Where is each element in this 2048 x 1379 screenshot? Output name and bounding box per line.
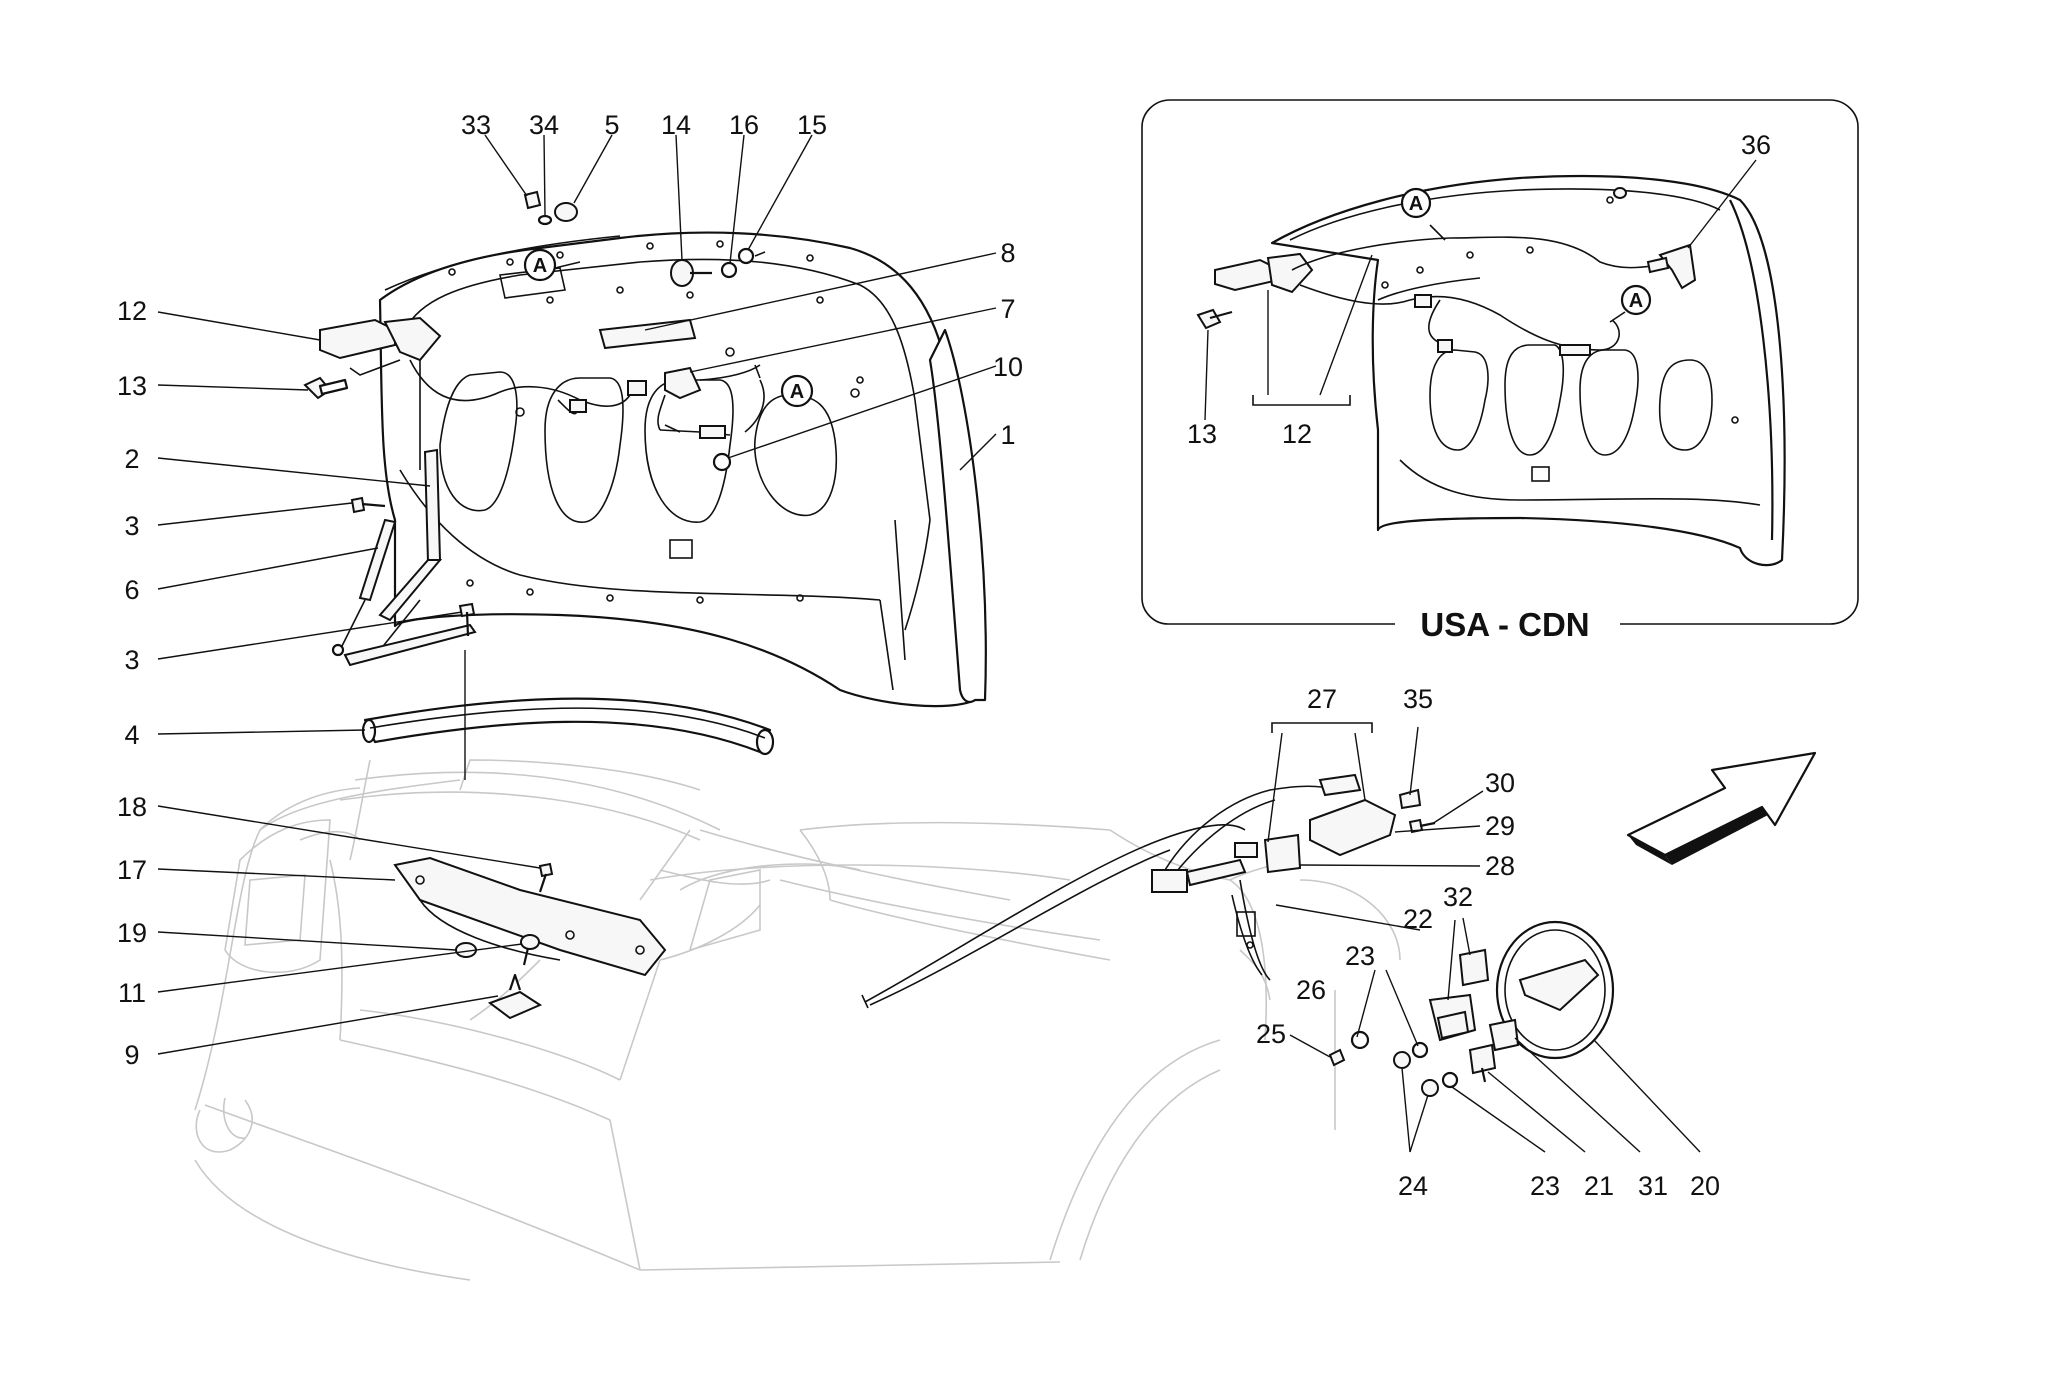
callout-16: 16 (729, 110, 759, 140)
callout-24: 24 (1398, 1171, 1428, 1201)
release-cable-27 (861, 773, 1362, 1009)
callout-3-upper: 3 (124, 511, 139, 541)
trunk-lid (378, 231, 987, 708)
callout-9: 9 (124, 1040, 139, 1070)
direction-arrow (1626, 751, 1817, 865)
callout-30: 30 (1485, 768, 1515, 798)
callout-5: 5 (604, 110, 619, 140)
callout-21: 21 (1584, 1171, 1614, 1201)
nut-15 (737, 247, 766, 265)
callout-34: 34 (529, 110, 559, 140)
nut-24 (1393, 1051, 1439, 1097)
inset-callout-36: 36 (1741, 130, 1771, 160)
screw-25 (1328, 1048, 1346, 1067)
screw-33 (523, 190, 542, 210)
lock-actuator-7 (657, 364, 761, 431)
callout-25: 25 (1256, 1019, 1286, 1049)
washer-26 (1350, 1030, 1370, 1050)
lock-cable (409, 359, 647, 415)
callout-12: 12 (117, 296, 147, 326)
callout-11: 11 (118, 978, 146, 1008)
fuel-filler-housing (1231, 879, 1421, 981)
callout-17: 17 (117, 855, 147, 885)
callout-8: 8 (1000, 238, 1015, 268)
callout-2: 2 (124, 444, 139, 474)
callout-labels: 33 34 5 14 16 15 8 7 10 1 12 13 2 3 6 3 … (117, 110, 1771, 1201)
callout-28: 28 (1485, 851, 1515, 881)
callout-29: 29 (1485, 811, 1515, 841)
actuator-housing-28 (1263, 798, 1397, 874)
release-cable-10 (659, 379, 765, 472)
clip-31 (1488, 1018, 1520, 1052)
plug-5 (554, 202, 578, 222)
bracket-22 (1428, 993, 1477, 1042)
callout-4: 4 (124, 720, 139, 750)
svg-text:A: A (1629, 290, 1643, 312)
striker-9 (487, 973, 543, 1020)
callout-13: 13 (117, 371, 147, 401)
hinge-12 (319, 316, 442, 376)
gas-strut-6 (331, 518, 397, 657)
bolt-3-upper (350, 496, 386, 514)
callout-31: 31 (1638, 1171, 1668, 1201)
callout-23-upper: 23 (1345, 941, 1375, 971)
callout-33: 33 (461, 110, 491, 140)
inset-callout-12: 12 (1282, 419, 1312, 449)
callout-20: 20 (1690, 1171, 1720, 1201)
washer-16 (720, 261, 738, 279)
callout-19: 19 (117, 918, 147, 948)
clip-35 (1398, 788, 1422, 810)
seal-4 (361, 650, 775, 780)
washer-34 (537, 214, 553, 226)
bolt-13 (303, 376, 349, 400)
striker-bracket-17 (393, 856, 667, 977)
hinge-arm-2 (343, 448, 477, 667)
callout-35: 35 (1403, 684, 1433, 714)
washer-23-lower (1441, 1071, 1459, 1089)
bolt-11 (520, 934, 540, 966)
screw-18 (538, 862, 554, 893)
callout-1: 1 (1000, 420, 1015, 450)
callout-10: 10 (993, 352, 1023, 382)
washer-23-upper (1411, 1041, 1429, 1059)
pin-21 (1468, 1043, 1497, 1083)
car-body-outline (194, 759, 1401, 1281)
callout-23-lower: 23 (1530, 1171, 1560, 1201)
callout-22: 22 (1403, 904, 1433, 934)
callout-6: 6 (124, 575, 139, 605)
svg-text:A: A (533, 255, 547, 277)
callout-32: 32 (1443, 882, 1473, 912)
svg-text:A: A (790, 381, 804, 403)
callout-7: 7 (1000, 294, 1015, 324)
callout-14: 14 (661, 110, 691, 140)
leader-lines (157, 134, 1757, 1153)
detail-marker-a: A A (523, 248, 814, 408)
spring-clip-32 (1458, 948, 1490, 987)
inset-title: USA - CDN (1420, 606, 1589, 643)
callout-15: 15 (797, 110, 827, 140)
usa-cdn-inset: USA - CDN (1141, 99, 1859, 643)
callout-27: 27 (1307, 684, 1337, 714)
fuel-door-20 (1495, 920, 1615, 1060)
callout-18: 18 (117, 792, 147, 822)
bolt-3-lower (458, 602, 476, 637)
svg-text:A: A (1409, 193, 1423, 215)
callout-3-lower: 3 (124, 645, 139, 675)
inset-callout-13: 13 (1187, 419, 1217, 449)
callout-26: 26 (1296, 975, 1326, 1005)
